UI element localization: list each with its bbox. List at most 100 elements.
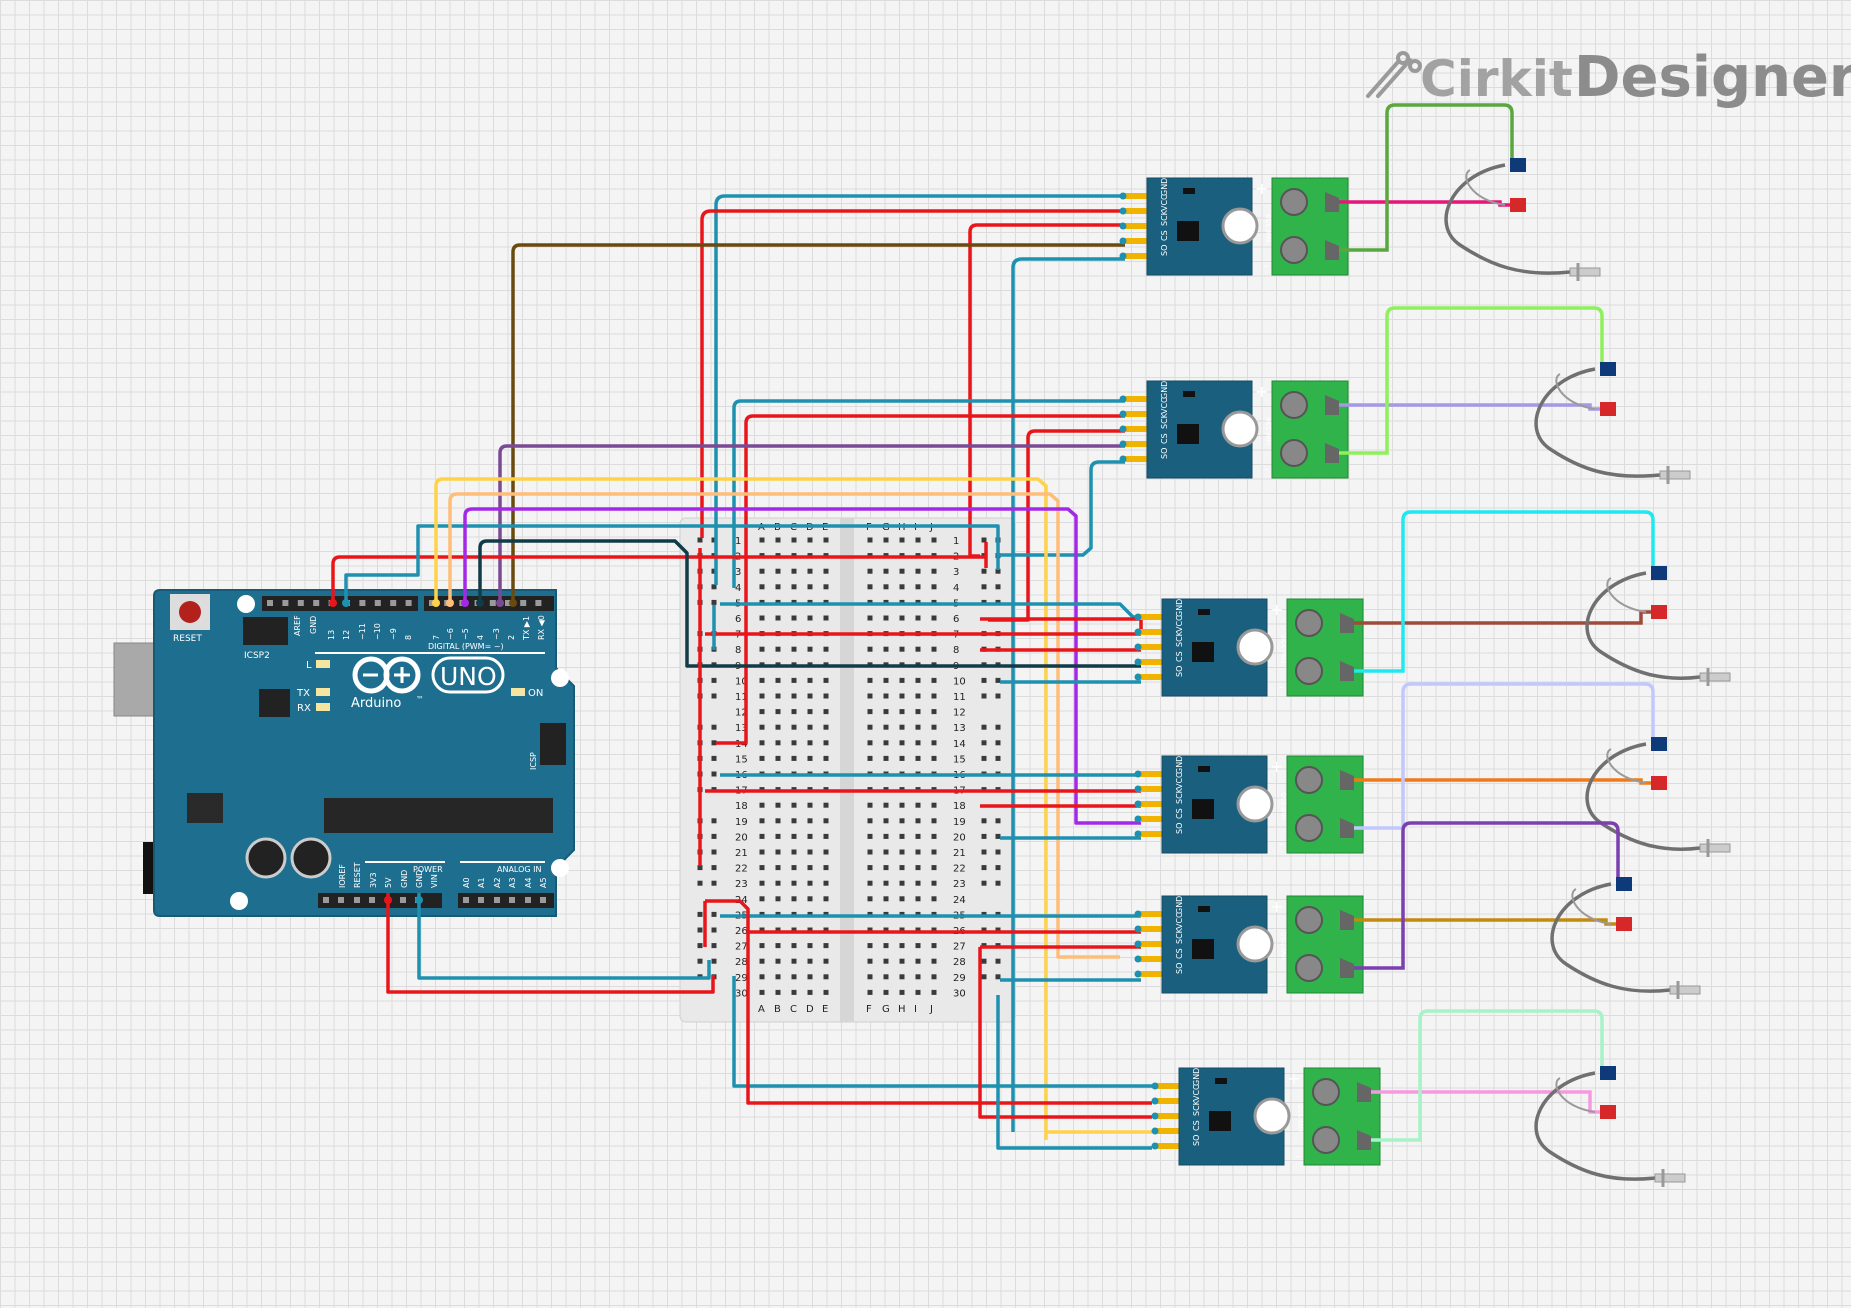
wire[interactable]: [716, 414, 1125, 745]
probe-connector-red[interactable]: [1510, 198, 1526, 212]
rail-hole[interactable]: [981, 537, 987, 543]
breadboard-hole[interactable]: [759, 568, 765, 574]
wire[interactable]: [988, 429, 1125, 622]
rail-hole[interactable]: [711, 537, 717, 543]
breadboard-hole[interactable]: [759, 646, 765, 652]
breadboard-hole[interactable]: [899, 989, 905, 995]
breadboard-hole[interactable]: [759, 927, 765, 933]
breadboard-hole[interactable]: [899, 880, 905, 886]
header-pin[interactable]: [1123, 208, 1149, 214]
breadboard-hole[interactable]: [883, 537, 889, 543]
pin-connector[interactable]: [1119, 410, 1127, 418]
header-hole[interactable]: [338, 897, 344, 903]
rail-hole[interactable]: [995, 958, 1001, 964]
breadboard-hole[interactable]: [775, 896, 781, 902]
pin-connector[interactable]: [1151, 1112, 1159, 1120]
rail-hole[interactable]: [711, 927, 717, 933]
breadboard-hole[interactable]: [931, 833, 937, 839]
rail-hole[interactable]: [981, 880, 987, 886]
breadboard-hole[interactable]: [823, 677, 829, 683]
probe-wire[interactable]: [1339, 103, 1514, 252]
pin-connector[interactable]: [1134, 643, 1142, 651]
rail-hole[interactable]: [981, 958, 987, 964]
breadboard-hole[interactable]: [807, 958, 813, 964]
breadboard-hole[interactable]: [931, 615, 937, 621]
pin-connector[interactable]: [1119, 440, 1127, 448]
header-hole[interactable]: [323, 897, 329, 903]
breadboard-hole[interactable]: [823, 958, 829, 964]
breadboard-hole[interactable]: [823, 896, 829, 902]
breadboard-hole[interactable]: [775, 802, 781, 808]
breadboard-hole[interactable]: [823, 568, 829, 574]
pin-connector[interactable]: [1134, 940, 1142, 948]
breadboard-hole[interactable]: [759, 677, 765, 683]
probe-wire[interactable]: [1354, 778, 1651, 785]
pin-connector[interactable]: [1119, 222, 1127, 230]
pin-connector[interactable]: [1119, 192, 1127, 200]
breadboard-hole[interactable]: [775, 568, 781, 574]
rail-hole[interactable]: [711, 740, 717, 746]
breadboard-hole[interactable]: [807, 833, 813, 839]
pin-connector[interactable]: [1151, 1127, 1159, 1135]
wire[interactable]: [331, 555, 986, 600]
breadboard-hole[interactable]: [775, 865, 781, 871]
pin-connector[interactable]: [1134, 628, 1142, 636]
breadboard-hole[interactable]: [823, 974, 829, 980]
breadboard-hole[interactable]: [899, 724, 905, 730]
wire[interactable]: [746, 932, 1152, 1105]
breadboard-hole[interactable]: [867, 693, 873, 699]
breadboard-hole[interactable]: [867, 927, 873, 933]
pin-connector[interactable]: [1134, 800, 1142, 808]
terminal-screw[interactable]: [1295, 906, 1323, 934]
breadboard-hole[interactable]: [883, 943, 889, 949]
breadboard-hole[interactable]: [807, 755, 813, 761]
header-hole[interactable]: [540, 897, 546, 903]
breadboard-hole[interactable]: [899, 755, 905, 761]
breadboard-hole[interactable]: [899, 927, 905, 933]
breadboard-hole[interactable]: [775, 537, 781, 543]
rail-hole[interactable]: [995, 833, 1001, 839]
rail-hole[interactable]: [697, 927, 703, 933]
breadboard-hole[interactable]: [883, 740, 889, 746]
breadboard-hole[interactable]: [931, 943, 937, 949]
probe-wire[interactable]: [1354, 918, 1616, 926]
breadboard-hole[interactable]: [823, 927, 829, 933]
breadboard-hole[interactable]: [823, 818, 829, 824]
breadboard-hole[interactable]: [807, 724, 813, 730]
breadboard-hole[interactable]: [807, 989, 813, 995]
breadboard-hole[interactable]: [791, 584, 797, 590]
rail-hole[interactable]: [697, 865, 703, 871]
rail-hole[interactable]: [711, 755, 717, 761]
breadboard-hole[interactable]: [931, 537, 937, 543]
rail-hole[interactable]: [697, 943, 703, 949]
breadboard-hole[interactable]: [775, 880, 781, 886]
breadboard-hole[interactable]: [883, 833, 889, 839]
wire[interactable]: [511, 243, 1125, 600]
breadboard-hole[interactable]: [867, 709, 873, 715]
pin-connector[interactable]: [1151, 1082, 1159, 1090]
breadboard-hole[interactable]: [899, 568, 905, 574]
breadboard-hole[interactable]: [899, 709, 905, 715]
breadboard-hole[interactable]: [867, 974, 873, 980]
breadboard-hole[interactable]: [759, 740, 765, 746]
breadboard-hole[interactable]: [915, 989, 921, 995]
breadboard-hole[interactable]: [915, 865, 921, 871]
breadboard-hole[interactable]: [883, 818, 889, 824]
breadboard-hole[interactable]: [823, 537, 829, 543]
breadboard-hole[interactable]: [899, 974, 905, 980]
rail-hole[interactable]: [711, 849, 717, 855]
rail-hole[interactable]: [711, 677, 717, 683]
probe-connector-blue[interactable]: [1600, 362, 1616, 376]
header-pin[interactable]: [1123, 426, 1149, 432]
pin-connector[interactable]: [1134, 658, 1142, 666]
rail-hole[interactable]: [981, 740, 987, 746]
probe-connector-blue[interactable]: [1651, 566, 1667, 580]
breadboard-hole[interactable]: [807, 943, 813, 949]
breadboard-hole[interactable]: [791, 740, 797, 746]
breadboard-hole[interactable]: [883, 584, 889, 590]
breadboard-hole[interactable]: [867, 849, 873, 855]
rail-hole[interactable]: [981, 677, 987, 683]
terminal-screw[interactable]: [1295, 657, 1323, 685]
rail-hole[interactable]: [995, 755, 1001, 761]
breadboard-hole[interactable]: [931, 974, 937, 980]
